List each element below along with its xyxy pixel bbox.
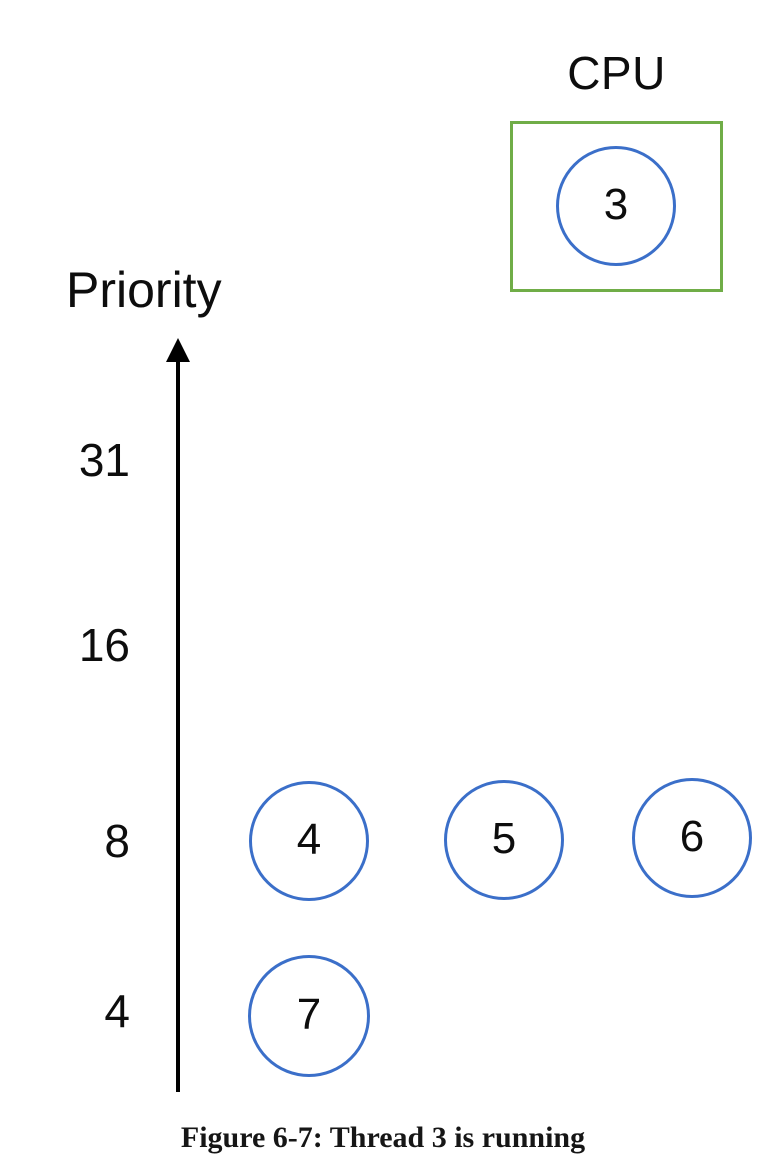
figure-caption: Figure 6-7: Thread 3 is running — [180, 1121, 586, 1154]
axis-tick-4: 4 — [104, 985, 130, 1037]
cpu-label: CPU — [567, 47, 666, 99]
thread-circle-label: 5 — [491, 814, 517, 863]
thread-circle-ready: 5 — [444, 780, 564, 900]
axis-tick-8: 8 — [104, 815, 130, 867]
axis-title: Priority — [66, 262, 222, 318]
thread-circle-label: 6 — [679, 812, 705, 861]
thread-circle-label: 3 — [603, 180, 629, 229]
thread-circle-label: 7 — [296, 990, 322, 1039]
arrow-shaft — [176, 356, 180, 1092]
thread-circle-ready: 6 — [632, 778, 752, 898]
axis-tick-31: 31 — [78, 434, 130, 486]
thread-circle-running: 3 — [556, 146, 676, 266]
axis-tick-16: 16 — [78, 619, 130, 671]
thread-circle-ready: 7 — [248, 955, 370, 1077]
priority-axis-arrow-icon — [166, 338, 190, 1092]
thread-circle-ready: 4 — [249, 781, 369, 901]
thread-circle-label: 4 — [296, 815, 322, 864]
